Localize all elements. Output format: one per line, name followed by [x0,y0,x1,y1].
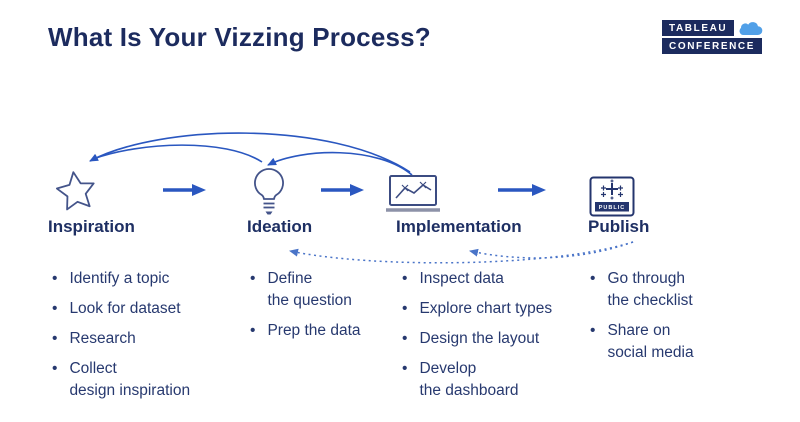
bullet-marker [590,268,595,312]
lightbulb-icon [254,168,284,215]
list-item-text: Prep the data [267,322,361,339]
tableau-public-icon: PUBLIC [589,176,635,217]
stage-label-publish: Publish [588,217,650,236]
bullet-marker [402,268,407,290]
list-item-text: Explore chart types [419,300,553,317]
list-item: Go through the checklist [590,268,755,312]
laptop-chart-icon [386,175,440,212]
stage-label-ideation: Ideation [247,217,313,236]
bullet-list-inspiration: Identify a topic Look for dataset Resear… [52,268,230,410]
list-item-text: Identify a topic [69,270,170,287]
list-item-text: Inspect data [419,270,504,287]
slide-title: What Is Your Vizzing Process? [48,22,431,52]
feedback-arc-ideation-to-inspiration [92,144,263,163]
cloud-icon [739,22,763,36]
list-item-text: Share on social media [607,322,694,361]
dotted-arc-publish-to-implementation [469,241,634,259]
bullet-marker [52,298,57,320]
list-item: Define the question [250,268,410,312]
list-item: Inspect data [402,268,580,290]
bullet-marker [52,328,57,350]
tableau-mark [601,179,623,200]
bullet-marker [250,268,255,312]
bullet-marker [52,268,57,290]
bullet-marker [52,358,57,402]
list-item: Develop the dashboard [402,358,580,402]
bullet-marker [250,320,255,342]
list-item: Research [52,328,230,350]
list-item: Prep the data [250,320,410,342]
list-item-text: Collect design inspiration [69,360,191,399]
logo-conference-box: CONFERENCE [662,38,763,54]
public-badge-text: PUBLIC [599,205,625,211]
logo-row-1: TABLEAU [662,20,763,36]
feedback-arc-implementation-to-ideation [267,151,413,176]
list-item: Identify a topic [52,268,230,290]
bullet-list-ideation: Define the question Prep the data [250,268,410,350]
list-item-text: Look for dataset [69,300,181,317]
stage-label-implementation: Implementation [396,217,522,236]
list-item-text: Define the question [267,270,352,309]
bullet-marker [402,358,407,402]
bullet-marker [402,328,407,350]
bullet-list-publish: Go through the checklist Share on social… [590,268,755,372]
logo-tableau-box: TABLEAU [662,20,735,36]
stage-label-inspiration: Inspiration [48,217,135,236]
list-item-text: Research [69,330,136,347]
bullet-marker [590,320,595,364]
list-item-text: Go through the checklist [607,270,693,309]
dotted-arc-publish-to-ideation [289,241,634,264]
bullet-list-implementation: Inspect data Explore chart types Design … [402,268,580,410]
list-item: Collect design inspiration [52,358,230,402]
bullet-marker [402,298,407,320]
logo-row-2: CONFERENCE [662,38,763,54]
star-icon [55,171,95,211]
list-item: Share on social media [590,320,755,364]
list-item-text: Design the layout [419,330,540,347]
list-item: Look for dataset [52,298,230,320]
tableau-conference-logo: TABLEAU CONFERENCE [662,20,763,54]
list-item: Design the layout [402,328,580,350]
list-item-text: Develop the dashboard [419,360,519,399]
list-item: Explore chart types [402,298,580,320]
